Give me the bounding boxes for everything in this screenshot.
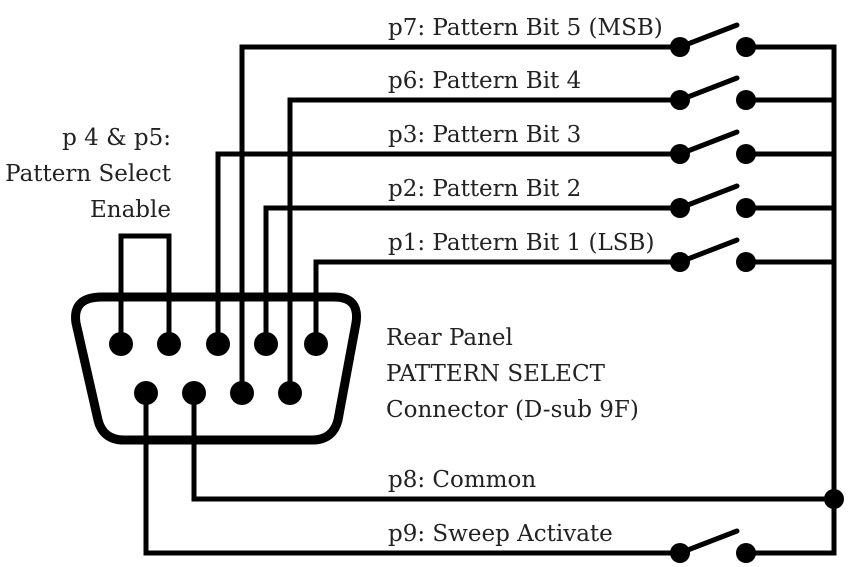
wire-p2 bbox=[263, 205, 683, 347]
label-p8: p8: Common bbox=[388, 467, 536, 493]
common-junction-dot bbox=[824, 489, 844, 509]
label-p2: p2: Pattern Bit 2 bbox=[388, 176, 581, 202]
pin-p9 bbox=[134, 381, 158, 405]
wire-p3 bbox=[215, 151, 683, 347]
label-p1: p1: Pattern Bit 1 (LSB) bbox=[388, 230, 654, 256]
pin-p5 bbox=[109, 332, 133, 356]
enable-label-line1: p 4 & p5: bbox=[62, 125, 171, 151]
wire-p7 bbox=[239, 44, 683, 396]
switch-p9 bbox=[670, 528, 756, 563]
pin-p8 bbox=[182, 381, 206, 405]
connector-label-line3: Connector (D-sub 9F) bbox=[386, 397, 639, 423]
wire-p6 bbox=[287, 97, 683, 396]
enable-label-line3: Enable bbox=[90, 197, 171, 223]
switch-p3 bbox=[670, 129, 756, 164]
wire-p1 bbox=[313, 259, 683, 347]
enable-label-line2: Pattern Select bbox=[5, 161, 172, 187]
wire-p9 bbox=[143, 390, 683, 556]
pin-p1 bbox=[304, 332, 328, 356]
pin-p7 bbox=[230, 381, 254, 405]
label-p3: p3: Pattern Bit 3 bbox=[388, 122, 581, 148]
wire-p8 bbox=[191, 390, 837, 502]
connector-label-line1: Rear Panel bbox=[386, 325, 513, 351]
label-p7: p7: Pattern Bit 5 (MSB) bbox=[388, 15, 663, 41]
pin-p4 bbox=[157, 332, 181, 356]
switch-p7 bbox=[670, 22, 756, 57]
common-bus bbox=[743, 44, 837, 556]
enable-jumper bbox=[118, 233, 172, 347]
pin-p6 bbox=[278, 381, 302, 405]
dsub-shell bbox=[71, 292, 362, 445]
pin-p3 bbox=[206, 332, 230, 356]
label-p9: p9: Sweep Activate bbox=[388, 521, 613, 547]
connector-label-line2: PATTERN SELECT bbox=[386, 361, 606, 387]
label-p6: p6: Pattern Bit 4 bbox=[388, 68, 581, 94]
pin-p2 bbox=[254, 332, 278, 356]
switch-p1 bbox=[670, 237, 756, 272]
switch-p6 bbox=[670, 75, 756, 110]
switch-p2 bbox=[670, 183, 756, 218]
connector-pins bbox=[109, 332, 328, 405]
